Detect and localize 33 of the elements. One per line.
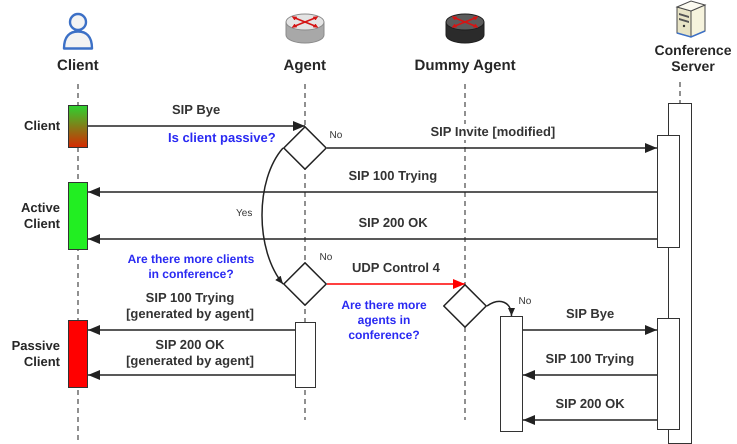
message-arrow xyxy=(523,415,657,425)
participant-label: Conference Server xyxy=(654,42,732,74)
participant-label: Dummy Agent xyxy=(414,58,516,74)
activation-bar xyxy=(657,135,680,248)
message-arrow xyxy=(327,143,657,153)
message-arrow xyxy=(523,325,657,335)
participant-label: Agent xyxy=(284,58,326,74)
message-label: SIP 100 Trying xyxy=(346,168,440,184)
participant-label: Client xyxy=(57,58,99,74)
message-label: SIP 200 OK [generated by agent] xyxy=(124,337,256,369)
message-arrow xyxy=(88,121,305,131)
state-label: Active Client xyxy=(20,200,60,232)
message-arrow xyxy=(88,187,657,197)
message-label: SIP Bye xyxy=(170,102,222,118)
message-label: SIP 100 Trying [generated by agent] xyxy=(124,290,256,322)
decision-question: Are there more clients in conference? xyxy=(127,252,255,282)
decision-question: Are there more agents in conference? xyxy=(340,298,428,343)
message-arrow xyxy=(327,279,465,289)
message-label: SIP 100 Trying xyxy=(544,351,636,367)
message-arrow xyxy=(88,234,657,244)
message-arrow xyxy=(88,325,295,335)
activation-bar xyxy=(500,316,523,432)
activation-bar xyxy=(657,318,680,430)
message-label: SIP Invite [modified] xyxy=(428,124,558,140)
message-arrow xyxy=(88,370,295,380)
message-arrow xyxy=(523,370,657,380)
curved-arrow xyxy=(486,300,514,316)
message-label: SIP Bye xyxy=(564,306,616,322)
activation-bar xyxy=(295,322,316,388)
state-label: Client xyxy=(24,118,60,134)
curved-arrow xyxy=(261,148,284,284)
state-label: Passive Client xyxy=(10,338,60,370)
decision-question: Is client passive? xyxy=(168,130,276,145)
